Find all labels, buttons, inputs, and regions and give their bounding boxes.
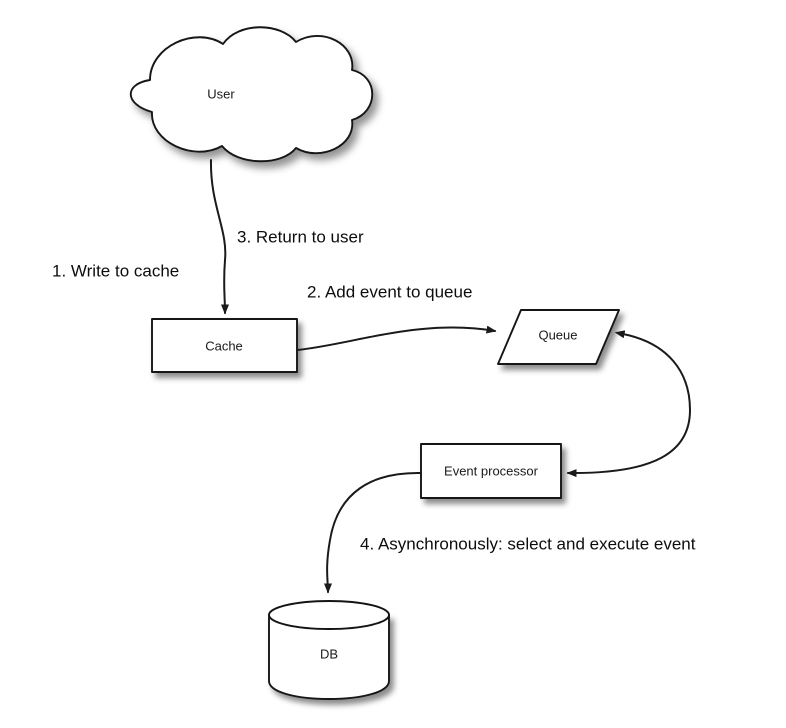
node-label-db: DB xyxy=(320,646,338,661)
node-user[interactable]: User xyxy=(129,26,374,163)
node-queue[interactable]: Queue xyxy=(497,309,620,365)
connector-cache-to-queue xyxy=(296,325,497,351)
step-label-4: 4. Asynchronously: select and execute ev… xyxy=(360,534,696,553)
step-label-2: 2. Add event to queue xyxy=(307,282,472,301)
node-label-queue: Queue xyxy=(538,327,577,342)
node-cache[interactable]: Cache xyxy=(151,318,298,373)
step-label-1: 1. Write to cache xyxy=(52,261,179,280)
node-label-cache: Cache xyxy=(205,338,243,353)
node-label-event-processor: Event processor xyxy=(444,463,539,478)
connector-queue-event-processor xyxy=(566,330,692,478)
connector-user-to-cache xyxy=(209,159,229,315)
node-event-processor[interactable]: Event processor xyxy=(420,443,562,499)
connector-event-processor-to-db xyxy=(323,471,422,594)
step-label-3: 3. Return to user xyxy=(237,227,364,246)
node-db[interactable]: DB xyxy=(268,600,390,700)
node-label-user: User xyxy=(207,86,235,101)
